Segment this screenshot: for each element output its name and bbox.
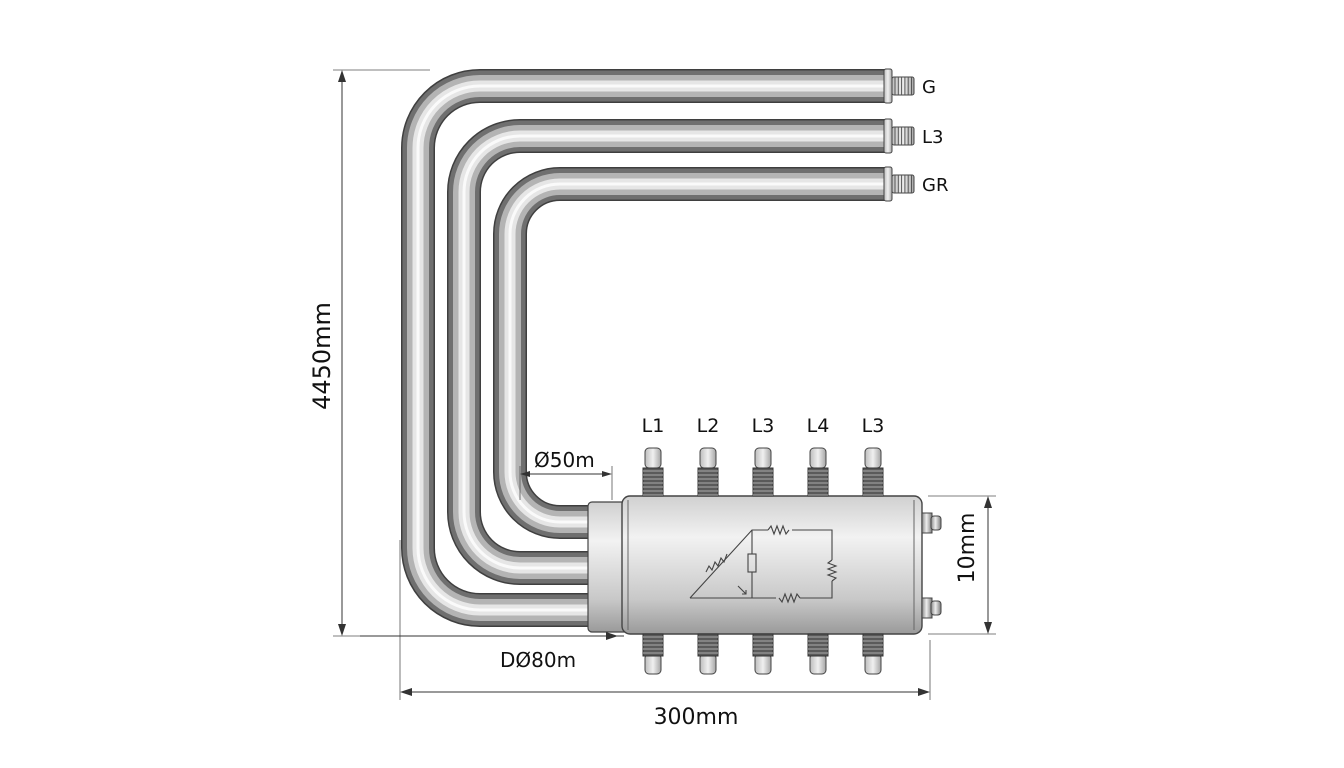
terminal-stud-bottom-5 [862, 633, 884, 675]
terminal-studs [642, 447, 884, 675]
terminal-stud-bottom-2 [697, 633, 719, 675]
terminal-stud-top-2 [697, 447, 719, 497]
terminal-stud-bottom-1 [642, 633, 664, 675]
pipe-label-1: G [922, 77, 936, 98]
heating-pipes [401, 69, 886, 627]
terminal-stud-top-4 [807, 447, 829, 497]
terminal-stud-top-5 [862, 447, 884, 497]
pipe-fittings [883, 68, 915, 202]
terminal-label-1: L1 [642, 415, 665, 437]
outer-diameter-label: DØ80m [500, 648, 576, 672]
terminal-stud-top-1 [642, 447, 664, 497]
terminal-label-5: L3 [862, 415, 885, 437]
pipe-fitting-1 [883, 68, 915, 104]
terminal-label-4: L4 [807, 415, 830, 437]
terminal-box [587, 495, 942, 635]
terminal-stud-top-3 [752, 447, 774, 497]
side-bolt-top [921, 512, 942, 534]
height-dimension-label: 4450mm [308, 302, 336, 410]
pipe-3 [493, 167, 886, 539]
box-height-label: 10mm [955, 513, 980, 584]
terminal-label-3: L3 [752, 415, 775, 437]
terminal-stud-bottom-3 [752, 633, 774, 675]
pipe-label-2: L3 [922, 127, 943, 148]
pipe-label-3: GR [922, 175, 948, 196]
box-body [621, 495, 923, 635]
wiring-schematic [689, 524, 838, 604]
dimension-lines [333, 69, 996, 700]
pipe-1 [401, 69, 886, 627]
pipe-2 [447, 119, 886, 585]
pipe-fitting-2 [883, 118, 915, 154]
terminal-stud-bottom-4 [807, 633, 829, 675]
inner-diameter-label: Ø50m [534, 448, 595, 472]
width-dimension-label: 300mm [654, 705, 739, 730]
terminal-label-2: L2 [697, 415, 720, 437]
side-bolt-bottom [921, 597, 942, 619]
pipe-fitting-3 [883, 166, 915, 202]
